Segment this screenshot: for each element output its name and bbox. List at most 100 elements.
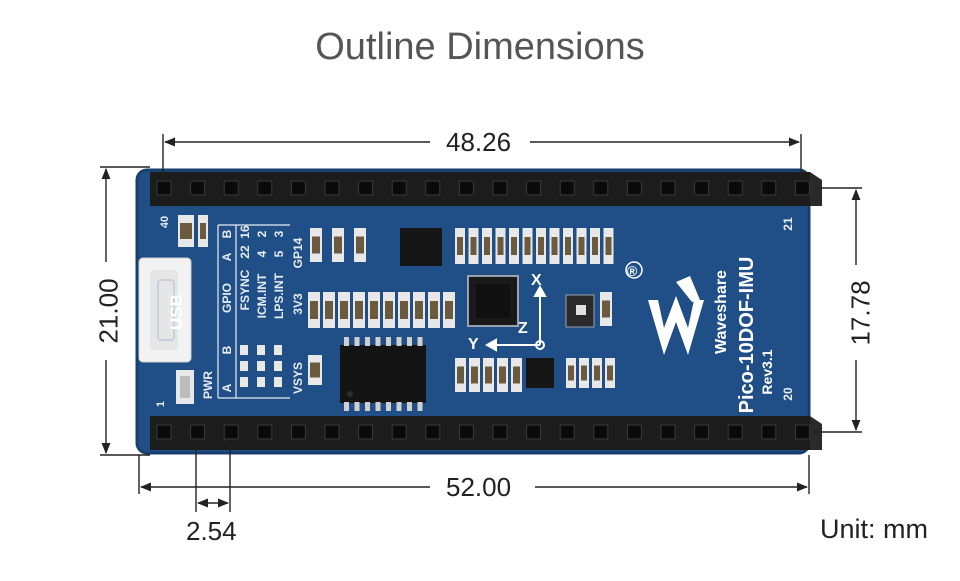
brand-name: Waveshare — [713, 270, 730, 354]
header-pin — [324, 424, 340, 440]
header-pin — [190, 180, 206, 196]
page-title: Outline Dimensions — [315, 26, 645, 68]
header-pin — [223, 424, 239, 440]
header-pin — [492, 424, 508, 440]
chip-leg — [407, 402, 412, 411]
smd-body — [578, 237, 585, 255]
table-header-gpio: GPIO — [220, 283, 234, 313]
revision-label: Rev3.1 — [759, 349, 775, 394]
smd-body — [457, 237, 463, 255]
model-name: Pico-10DOF-IMU — [736, 257, 758, 414]
smd-body — [415, 301, 423, 319]
header-pin — [761, 424, 777, 440]
smd-body — [605, 237, 612, 255]
dim-pin-pitch: 2.54 — [180, 516, 243, 546]
header-pin — [358, 180, 374, 196]
3v3-label: 3V3 — [291, 293, 305, 315]
header-pin — [761, 180, 777, 196]
header-pin — [223, 180, 239, 196]
header-pin — [492, 180, 508, 196]
pwr-label: PWR — [201, 371, 215, 399]
dim-right-height: 17.78 — [845, 274, 876, 352]
header-pin — [391, 180, 407, 196]
smd-body — [340, 301, 348, 319]
regulator-bottom — [526, 358, 554, 388]
chip-leg — [344, 337, 349, 346]
header-pin — [660, 424, 676, 440]
smd-body — [400, 301, 408, 319]
axis-indicator — [484, 284, 547, 352]
row1-a: 22 — [238, 245, 252, 259]
smd-body — [200, 223, 206, 239]
bottom-pin-header — [150, 416, 822, 450]
row1-b: 16 — [238, 225, 252, 239]
pin-1-label: 1 — [155, 401, 167, 407]
header-pin — [425, 424, 441, 440]
smd-body — [310, 362, 320, 378]
header-pin — [626, 424, 642, 440]
top-pin-header — [150, 172, 822, 206]
header-pin — [156, 424, 172, 440]
chip-leg — [365, 402, 370, 411]
header-pin — [727, 180, 743, 196]
usb-label: USB — [167, 294, 186, 330]
smd-body — [445, 301, 453, 319]
pin-40-label: 40 — [159, 216, 171, 228]
row3-b: 3 — [272, 230, 286, 237]
chip-leg — [396, 337, 402, 346]
smd-body — [568, 365, 574, 381]
header-pin — [458, 424, 474, 440]
dim-bottom-width: 52.00 — [440, 472, 518, 502]
smd-body — [594, 365, 600, 381]
header-pin — [794, 424, 810, 440]
smd-body — [538, 237, 544, 255]
smd-body — [592, 237, 598, 255]
smd-body — [180, 223, 192, 239]
pressure-sensor — [565, 294, 595, 328]
row2-b: 2 — [255, 230, 269, 237]
header-pin — [358, 424, 374, 440]
waveshare-logo — [625, 261, 704, 355]
chip-leg — [407, 337, 412, 346]
vsys-label: VSYS — [291, 362, 305, 394]
row2-a: 4 — [255, 250, 269, 257]
axis-y-label: Y — [468, 336, 479, 353]
axis-x-label: X — [531, 272, 542, 289]
table-header-b-top: B — [220, 229, 234, 238]
header-pin — [156, 180, 172, 196]
header-pin — [425, 180, 441, 196]
smd-body — [565, 237, 571, 255]
smd-body — [312, 236, 320, 254]
smd-body — [355, 301, 363, 319]
smd-body — [430, 301, 438, 319]
header-pin — [391, 424, 407, 440]
smd-body — [471, 366, 478, 384]
smd-components — [178, 215, 615, 392]
dim-left-height: 21.00 — [93, 272, 124, 350]
smd-body — [499, 366, 506, 384]
dim-top-width: 48.26 — [440, 127, 518, 157]
smd-body — [385, 301, 393, 319]
header-pin — [626, 180, 642, 196]
header-pin — [526, 424, 542, 440]
jumper-pads — [240, 345, 282, 387]
chip-leg — [396, 402, 402, 411]
header-pin — [257, 180, 273, 196]
chip-leg — [417, 402, 423, 411]
chip-leg — [386, 337, 391, 346]
row3-a: 5 — [272, 250, 286, 257]
smd-body — [511, 237, 517, 255]
row1-name: FSYNC — [238, 269, 252, 310]
smd-body — [602, 300, 610, 318]
smd-body — [484, 237, 490, 255]
header-pin — [727, 424, 743, 440]
smd-body — [485, 366, 492, 384]
pin-20-label: 20 — [781, 387, 795, 401]
smd-body — [325, 301, 333, 319]
smd-body — [310, 301, 318, 319]
header-pin — [458, 180, 474, 196]
imu-chip — [467, 275, 519, 327]
header-pin — [257, 424, 273, 440]
gpio-table — [217, 224, 290, 399]
chip-leg — [417, 337, 423, 346]
